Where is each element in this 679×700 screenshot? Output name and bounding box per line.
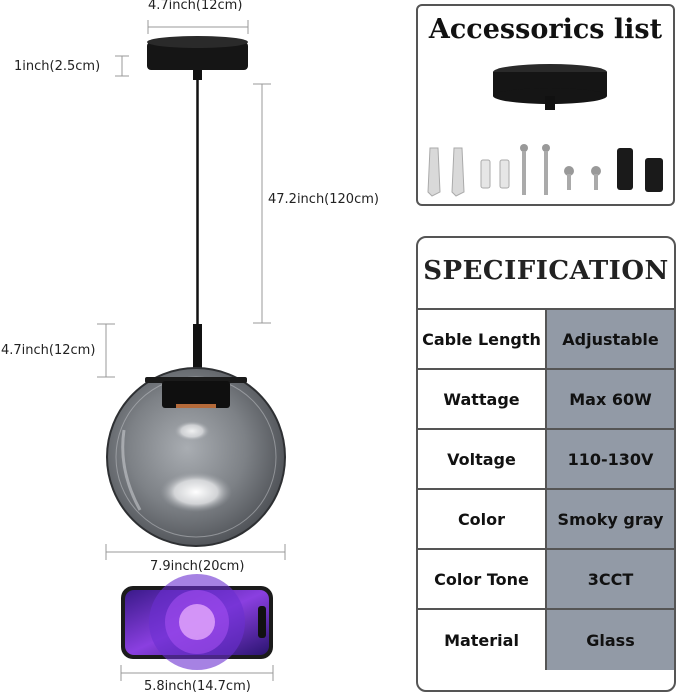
cable-length-label: 47.2inch(120cm) — [268, 192, 379, 207]
phone-width-label: 5.8inch(14.7cm) — [144, 679, 251, 694]
spec-row-color-tone: Color Tone 3CCT — [418, 548, 674, 608]
spec-value: Adjustable — [547, 310, 674, 368]
spec-row-color: Color Smoky gray — [418, 488, 674, 548]
spec-row-material: Material Glass — [418, 608, 674, 690]
canopy-width-dimension — [147, 20, 249, 34]
short-screw-icon — [564, 166, 601, 190]
accessories-title: Accessorics list — [428, 14, 663, 45]
spec-row-voltage: Voltage 110-130V — [418, 428, 674, 488]
holder-height-dimension — [97, 323, 115, 378]
canopy-height-dimension — [115, 55, 129, 77]
product-illustration — [97, 20, 286, 681]
long-screw-icon — [520, 144, 550, 195]
globe-diameter-dimension — [105, 544, 286, 560]
spec-key: Voltage — [418, 430, 547, 488]
plastic-plug-icon — [480, 159, 510, 189]
ceiling-canopy — [147, 36, 248, 80]
spec-value: Glass — [547, 610, 674, 670]
spec-key: Cable Length — [418, 310, 547, 368]
spec-row-wattage: Wattage Max 60W — [418, 368, 674, 428]
pendant-light-drawing — [97, 20, 286, 681]
holder-height-label: 4.7inch(12cm) — [1, 343, 96, 358]
accessories-illustration — [427, 64, 663, 197]
canopy-height-label: 1inch(2.5cm) — [14, 59, 101, 74]
lamp-head — [145, 377, 247, 408]
phone-size-reference — [121, 574, 273, 670]
specification-table: SPECIFICATION Cable Length Adjustable Wa… — [416, 236, 676, 692]
specification-title: SPECIFICATION — [423, 256, 669, 286]
spec-value: Smoky gray — [547, 490, 674, 548]
canopy-width-label: 4.7inch(12cm) — [148, 0, 243, 13]
canopy-plate-icon — [493, 64, 607, 110]
spec-key: Wattage — [418, 370, 547, 428]
spec-key: Color Tone — [418, 550, 547, 608]
spec-key: Material — [418, 610, 547, 670]
spec-row-cable-length: Cable Length Adjustable — [418, 308, 674, 368]
wall-anchor-icon — [427, 147, 465, 197]
globe-diameter-label: 7.9inch(20cm) — [150, 559, 245, 574]
spec-key: Color — [418, 490, 547, 548]
phone-width-dimension — [120, 665, 274, 681]
accessories-panel: Accessorics list — [416, 4, 675, 206]
spec-value: 110-130V — [547, 430, 674, 488]
glass-globe — [106, 367, 286, 547]
cable-length-dimension — [253, 83, 271, 324]
spec-value: 3CCT — [547, 550, 674, 608]
cable-lock-icon — [617, 148, 663, 192]
spec-value: Max 60W — [547, 370, 674, 428]
